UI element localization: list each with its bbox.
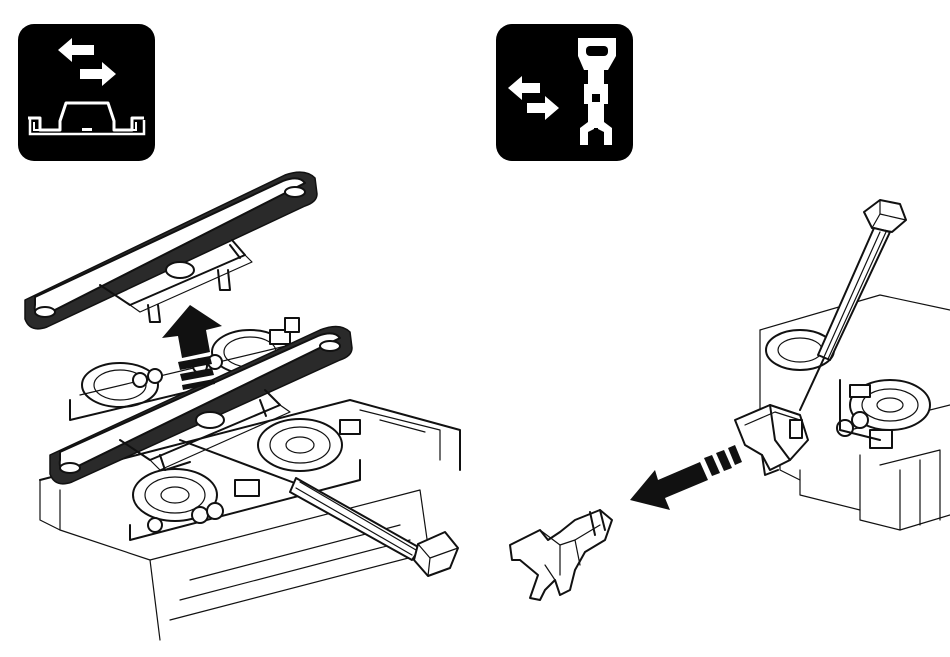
exchange-coupler-icon — [496, 24, 633, 161]
bogie-buffer-removal-illustration — [25, 172, 460, 640]
exchange-buffer-icon — [18, 24, 155, 161]
pull-out-arrow-icon — [630, 445, 742, 510]
coupler-removal-illustration — [510, 200, 950, 600]
